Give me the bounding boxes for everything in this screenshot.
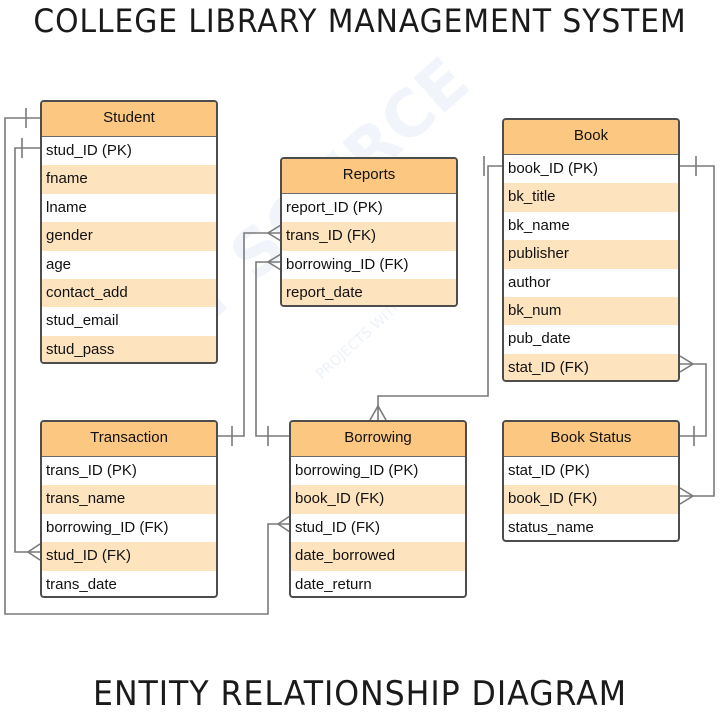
rel-book-borrowing: [377, 165, 502, 420]
many-mark-borrowing-book: [369, 404, 387, 421]
attribute: bk_name: [508, 216, 570, 234]
many-mark-borrowing-stud: [276, 515, 291, 533]
attribute: pub_date: [508, 330, 571, 348]
rel-transaction-reports: [218, 232, 281, 437]
many-mark-reports-borrowing: [266, 253, 282, 271]
attribute: date_borrowed: [291, 542, 465, 571]
entity-book[interactable]: Book book_ID (PK) bk_title bk_name publi…: [502, 118, 680, 382]
attribute: trans_name: [42, 485, 216, 514]
rel-book-status-stat: [680, 363, 707, 437]
attribute: fname: [42, 165, 216, 194]
attribute: stud_ID (FK): [295, 518, 381, 536]
rel-book-status-book: [680, 165, 715, 497]
attribute: contact_add: [42, 278, 216, 308]
diagram-title: COLLEGE LIBRARY MANAGEMENT SYSTEM: [33, 2, 687, 40]
entity-reports[interactable]: Reports report_ID (PK) trans_ID (FK) bor…: [280, 157, 458, 307]
many-mark-transaction-stud: [26, 543, 41, 561]
entity-book-status[interactable]: Book Status stat_ID (PK) book_ID (FK) st…: [502, 420, 680, 542]
entity-header: Transaction: [42, 422, 216, 457]
rel-student-borrowing: [4, 117, 290, 615]
attribute: stat_ID (FK): [504, 353, 678, 380]
attribute: trans_date: [46, 575, 117, 593]
attribute: book_ID (FK): [291, 485, 465, 514]
attribute: report_date: [282, 279, 456, 305]
attribute: report_ID (PK): [286, 199, 383, 216]
attribute: status_name: [508, 518, 594, 536]
attribute: borrowing_ID (PK): [295, 462, 419, 479]
attribute: borrowing_ID (FK): [286, 255, 409, 273]
attribute: stud_pass: [42, 335, 216, 362]
attribute: stud_email: [46, 312, 119, 330]
entity-header: Borrowing: [291, 422, 465, 457]
attribute: bk_title: [504, 183, 678, 212]
attribute: publisher: [504, 240, 678, 269]
attribute: lname: [46, 198, 87, 216]
entity-header: Reports: [282, 159, 456, 194]
attribute: trans_ID (FK): [282, 222, 456, 251]
many-mark-reports-trans: [266, 224, 282, 242]
attribute: gender: [42, 222, 216, 251]
attribute: age: [46, 255, 72, 273]
attribute: trans_ID (PK): [46, 462, 137, 479]
rel-student-transaction: [14, 147, 40, 553]
attribute: stud_ID (PK): [46, 142, 132, 159]
diagram-subtitle: ENTITY RELATIONSHIP DIAGRAM: [93, 674, 627, 714]
attribute: stud_ID (FK): [42, 542, 216, 571]
many-mark-status-book: [679, 487, 695, 505]
attribute: bk_num: [504, 296, 678, 326]
entity-student[interactable]: Student stud_ID (PK) fname lname gender …: [40, 100, 218, 364]
attribute: borrowing_ID (FK): [46, 518, 169, 536]
attribute: book_ID (FK): [504, 485, 678, 514]
attribute: stat_ID (PK): [508, 462, 590, 479]
entity-header: Book: [504, 120, 678, 155]
entity-borrowing[interactable]: Borrowing borrowing_ID (PK) book_ID (FK)…: [289, 420, 467, 598]
attribute: date_return: [295, 575, 372, 593]
entity-header: Student: [42, 102, 216, 137]
attribute: book_ID (PK): [508, 160, 599, 177]
entity-header: Book Status: [504, 422, 678, 457]
many-mark-book-stat: [679, 355, 695, 373]
attribute: author: [508, 273, 551, 291]
entity-transaction[interactable]: Transaction trans_ID (PK) trans_name bor…: [40, 420, 218, 598]
